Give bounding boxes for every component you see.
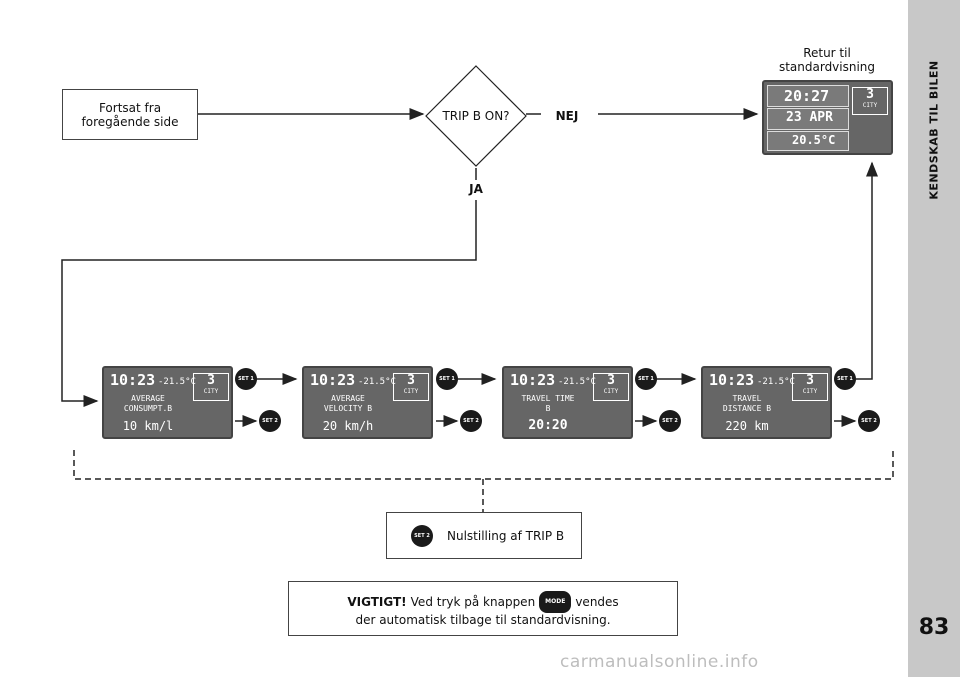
note-text-after: vendes	[575, 594, 619, 609]
standard-temp: 20.5°C	[792, 133, 836, 147]
set1-button: SET 1	[635, 368, 657, 390]
standard-gear: 3	[866, 87, 874, 102]
screen-line1: AVERAGE	[331, 394, 365, 403]
yes-label: JA	[469, 182, 483, 196]
reset-trip-box: SET 2 Nulstilling af TRIP B	[386, 512, 582, 559]
standard-mode: CITY	[862, 102, 878, 109]
screen-line2: B	[545, 404, 551, 413]
start-box: Fortsat fra foregående side	[62, 89, 198, 140]
screen-value: 20:20	[528, 418, 568, 433]
return-label-line1: Retur til	[803, 46, 851, 60]
set1-button: SET 1	[235, 368, 257, 390]
section-title: KENDSKAB TIL BILEN	[927, 60, 941, 200]
screen-value: 20 km/h	[322, 419, 374, 433]
trip-screen-travel-time: 10:23 -21.5°C 3 CITY TRAVEL TIME B 20:20	[502, 366, 633, 439]
start-box-line1: Fortsat fra	[98, 100, 162, 115]
screen-mode: CITY	[203, 388, 219, 395]
screen-line2: CONSUMPT.B	[123, 404, 173, 413]
screen-mode: CITY	[403, 388, 419, 395]
screen-line2: DISTANCE B	[722, 404, 772, 413]
flow-connectors	[61, 65, 894, 512]
standard-display: 20:27 23 APR 20.5°C 3 CITY	[762, 80, 893, 155]
screen-gear-box: 3 CITY	[792, 373, 828, 401]
start-box-line2: foregående side	[81, 114, 179, 129]
important-note: VIGTIGT! Ved tryk på knappen MODE vendes…	[288, 581, 678, 636]
screen-line1: TRAVEL TIME	[521, 394, 575, 403]
trip-screen-travel-distance: 10:23 -21.5°C 3 CITY TRAVEL DISTANCE B 2…	[701, 366, 832, 439]
side-tab	[908, 0, 960, 677]
screen-gear: 3	[407, 373, 415, 388]
standard-date: 23 APR	[786, 110, 833, 125]
note-text-before: Ved tryk på knappen	[410, 594, 536, 609]
set2-button: SET 2	[259, 410, 281, 432]
screen-gear-box: 3 CITY	[193, 373, 229, 401]
page-number: 83	[918, 615, 950, 640]
note-important: VIGTIGT!	[347, 594, 407, 609]
screen-temp: -21.5°C	[558, 377, 596, 387]
screen-temp: -21.5°C	[358, 377, 396, 387]
trip-screen-average-velocity: 10:23 -21.5°C 3 CITY AVERAGE VELOCITY B …	[302, 366, 433, 439]
screen-temp: -21.5°C	[158, 377, 196, 387]
decision-diamond	[425, 65, 527, 167]
standard-time: 20:27	[784, 87, 830, 105]
trip-screen-average-consumption: 10:23 -21.5°C 3 CITY AVERAGE CONSUMPT.B …	[102, 366, 233, 439]
screen-line2: VELOCITY B	[323, 404, 373, 413]
screen-time: 10:23	[510, 371, 556, 389]
screen-temp: -21.5°C	[757, 377, 795, 387]
screen-gear: 3	[207, 373, 215, 388]
set1-button: SET 1	[834, 368, 856, 390]
screen-time: 10:23	[110, 371, 156, 389]
screen-gear-box: 3 CITY	[393, 373, 429, 401]
set2-button: SET 2	[659, 410, 681, 432]
set2-button: SET 2	[460, 410, 482, 432]
standard-gear-box: 3 CITY	[852, 87, 888, 115]
screen-line1: AVERAGE	[131, 394, 165, 403]
screen-time: 10:23	[709, 371, 755, 389]
screen-mode: CITY	[802, 388, 818, 395]
screen-mode: CITY	[603, 388, 619, 395]
screen-gear-box: 3 CITY	[593, 373, 629, 401]
note-line2: der automatisk tilbage til standardvisni…	[355, 612, 611, 627]
watermark: carmanualsonline.info	[560, 652, 759, 672]
return-label: Retur til standardvisning	[762, 46, 892, 74]
set2-button: SET 2	[411, 524, 433, 547]
screen-time: 10:23	[310, 371, 356, 389]
screen-value: 10 km/l	[122, 419, 174, 433]
screen-gear: 3	[806, 373, 814, 388]
set2-button: SET 2	[858, 410, 880, 432]
return-label-line2: standardvisning	[778, 60, 876, 74]
decision-label: TRIP B ON?	[442, 109, 510, 123]
set1-button: SET 1	[436, 368, 458, 390]
no-label: NEJ	[555, 109, 579, 123]
screen-line1: TRAVEL	[732, 394, 762, 403]
reset-text: Nulstilling af TRIP B	[447, 528, 565, 543]
screen-gear: 3	[607, 373, 615, 388]
mode-button-icon: MODE	[539, 590, 572, 613]
screen-value: 220 km	[725, 419, 769, 433]
